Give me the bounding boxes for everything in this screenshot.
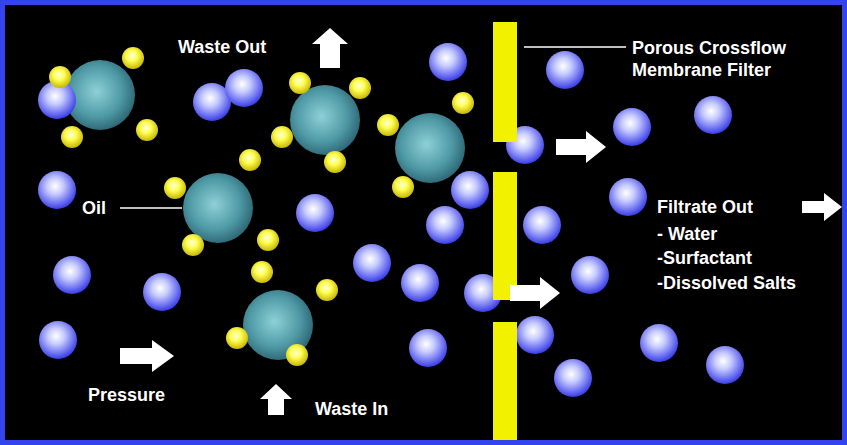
surfactant-molecule <box>122 47 144 69</box>
water-molecule <box>571 256 609 294</box>
water-molecule <box>640 324 678 362</box>
water-molecule <box>694 96 732 134</box>
water-molecule <box>353 244 391 282</box>
oil-droplet <box>290 85 360 155</box>
water-molecule <box>143 273 181 311</box>
water-molecule <box>401 264 439 302</box>
water-molecule <box>429 43 467 81</box>
right-arrow <box>556 131 606 163</box>
oil-droplet <box>65 60 135 130</box>
right-arrow <box>510 277 560 309</box>
membrane-filter <box>493 22 517 440</box>
leader-line <box>120 207 182 209</box>
water-molecule <box>53 256 91 294</box>
surfactant-molecule <box>324 151 346 173</box>
surfactant-molecule <box>49 66 71 88</box>
surfactant-molecule <box>349 77 371 99</box>
surfactant-molecule <box>271 126 293 148</box>
membrane-segment <box>493 322 517 440</box>
surfactant-molecule <box>377 114 399 136</box>
surfactant-molecule <box>257 229 279 251</box>
water-molecule <box>609 178 647 216</box>
flow-arrows <box>120 28 842 415</box>
right-arrow <box>802 193 842 221</box>
water-molecule <box>296 194 334 232</box>
up-arrow <box>312 28 348 68</box>
surfactant-molecule <box>136 119 158 141</box>
flow-label: Filtrate Out <box>657 196 753 218</box>
filtrate-item: -Surfactant <box>657 247 752 269</box>
membrane-label: Porous Crossflow Membrane Filter <box>632 37 822 81</box>
water-molecule <box>554 359 592 397</box>
part-label: Oil <box>82 197 106 219</box>
surfactant-molecule <box>182 234 204 256</box>
right-arrow <box>120 340 174 372</box>
water-molecule <box>426 206 464 244</box>
flow-label: Waste In <box>315 398 388 420</box>
surfactant-molecule <box>251 261 273 283</box>
leader-lines <box>120 47 626 208</box>
surfactant-molecule <box>226 327 248 349</box>
frame <box>3 3 845 443</box>
surfactant-molecule <box>239 149 261 171</box>
oil-droplet <box>183 173 253 243</box>
water-molecule <box>38 171 76 209</box>
particles <box>38 43 744 397</box>
water-molecule <box>451 171 489 209</box>
water-molecule <box>225 69 263 107</box>
water-molecule <box>546 51 584 89</box>
up-arrow <box>260 384 292 415</box>
water-molecule <box>706 346 744 384</box>
flow-label: Pressure <box>88 384 165 406</box>
filtrate-item: -Dissolved Salts <box>657 272 796 294</box>
oil-droplet <box>395 113 465 183</box>
membrane-segment <box>493 22 517 142</box>
flow-label: Waste Out <box>178 36 266 58</box>
water-molecule <box>409 329 447 367</box>
surfactant-molecule <box>289 72 311 94</box>
surfactant-molecule <box>61 126 83 148</box>
surfactant-molecule <box>452 92 474 114</box>
surfactant-molecule <box>392 176 414 198</box>
leader-line <box>524 46 626 48</box>
surfactant-molecule <box>164 177 186 199</box>
membrane-segment <box>493 172 517 300</box>
filtrate-item: - Water <box>657 223 717 245</box>
surfactant-molecule <box>316 279 338 301</box>
surfactant-molecule <box>286 344 308 366</box>
water-molecule <box>516 316 554 354</box>
water-molecule <box>523 206 561 244</box>
water-molecule <box>39 321 77 359</box>
water-molecule <box>613 108 651 146</box>
